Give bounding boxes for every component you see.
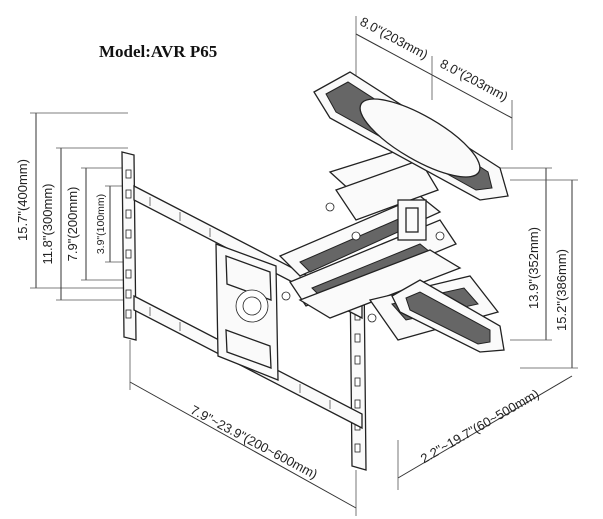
- dim-top-right: 8.0"(203mm): [438, 56, 511, 104]
- model-title: Model:AVR P65: [99, 42, 217, 61]
- dim-plate-height: 15.2"(386mm): [554, 249, 569, 331]
- dim-height-300: 11.8"(300mm): [40, 184, 55, 265]
- tv-mount-drawing: [121, 71, 509, 471]
- left-dimension-lines: [30, 112, 128, 301]
- wall-plate: [313, 71, 509, 353]
- right-dimension-lines: [500, 167, 578, 369]
- center-carriage: [215, 243, 279, 381]
- dim-height-200: 7.9"(200mm): [65, 187, 80, 262]
- left-tv-rail: [121, 151, 137, 341]
- articulating-arms: [278, 149, 500, 341]
- dim-arm-height: 13.9"(352mm): [526, 227, 541, 309]
- fasteners: [281, 202, 445, 323]
- dim-height-400: 15.7"(400mm): [15, 159, 30, 241]
- dim-height-100: 3.9"(100mm): [95, 194, 107, 254]
- bottom-dimension-lines: [129, 340, 573, 516]
- top-dimension-lines: [355, 16, 513, 150]
- dim-extension-range: 2.2"~19.7"(60~500mm): [418, 386, 542, 466]
- dim-width-range: 7.9"~23.9"(200~600mm): [188, 402, 320, 482]
